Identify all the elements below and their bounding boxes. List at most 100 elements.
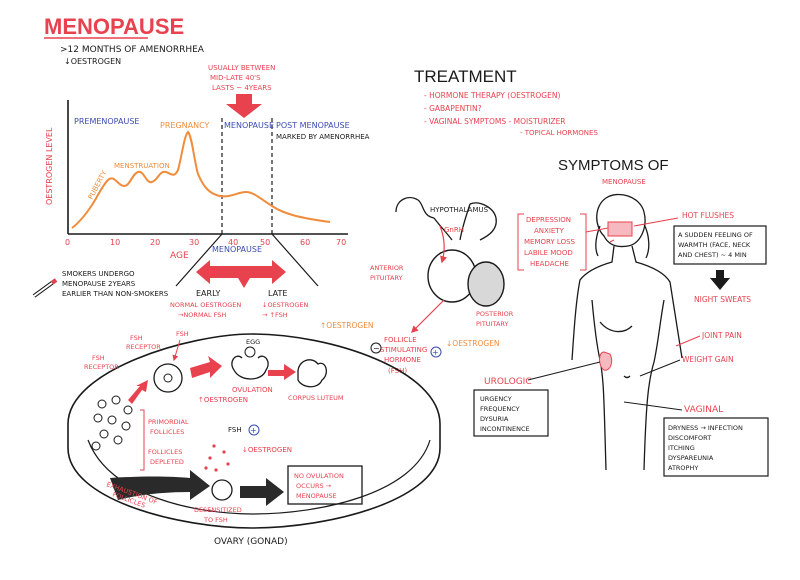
no-ovulation-line-2: OCCURS → (296, 482, 332, 490)
fsh-receptor-top-1: FSH (130, 334, 143, 342)
joint-pain: JOINT PAIN (701, 331, 742, 340)
gnrh-label: GnRH (444, 226, 464, 234)
cigarette-icon (32, 278, 58, 298)
depleted-label-1: FOLLICLES (148, 448, 182, 456)
fsh-dots (204, 444, 230, 472)
treatment-title: TREATMENT (414, 67, 517, 86)
hot-flushes-line-1: A SUDDEN FEELING OF (678, 231, 753, 239)
menopause-staging: MENOPAUSE EARLY NORMAL OESTROGEN →NORMAL… (170, 233, 319, 319)
tick-20: 20 (150, 238, 160, 247)
ovulation-label: OVULATION (232, 386, 273, 394)
stage-late-line-1: ↓OESTROGEN (262, 301, 309, 309)
tick-70: 70 (336, 238, 346, 247)
depleted-label-2: DEPLETED (150, 458, 184, 466)
vag-dyspareunia: DYSPAREUNIA (668, 454, 714, 462)
definition-line-1: >12 MONTHS OF AMENORRHEA (60, 45, 205, 55)
stage-early: EARLY (196, 289, 220, 298)
phase-post-note: MARKED BY AMENORRHEA (276, 133, 370, 141)
corpus-luteum-label: CORPUS LUTEUM (288, 394, 344, 402)
pituitary-stalk (433, 203, 471, 241)
vag-atrophy: ATROPHY (668, 464, 698, 472)
up-oestrogen-feedback: ↑OESTROGEN (320, 321, 374, 330)
growing-follicle (153, 363, 183, 393)
weight-gain: WEIGHT GAIN (682, 355, 734, 364)
posterior-label-2: PITUITARY (476, 320, 508, 328)
hypothalamus-outline (395, 197, 497, 241)
staging-title: MENOPAUSE (212, 245, 262, 254)
hypothalamus-label: HYPOTHALAMUS (430, 206, 489, 214)
label-pregnancy: PREGNANCY (160, 121, 210, 130)
phase-menopause: MENOPAUSE (224, 121, 274, 130)
no-ovulation-box (287, 465, 363, 505)
label-menstruation: MENSTRUATION (114, 162, 170, 170)
no-ovulation-line-1: NO OVULATION (294, 472, 344, 480)
psych-depression: DEPRESSION (526, 216, 571, 224)
oestrogen-graph: OESTROGEN LEVEL AGE 0 10 20 30 40 50 60 … (45, 64, 370, 261)
urologic-title: UROLOGIC (484, 377, 532, 387)
fsh-receptor-left-2: RECEPTOR (84, 363, 119, 371)
vag-discomfort: DISCOMFORT (668, 434, 711, 442)
timing-note-3: LASTS ~ 4YEARS (212, 84, 272, 92)
ovary: OVARY (GONAD) FSH RECEPTOR FSH RECEPTOR … (67, 330, 441, 547)
tick-60: 60 (300, 238, 310, 247)
header: MENOPAUSE >12 MONTHS OF AMENORRHEA ↓OEST… (44, 14, 205, 66)
urologic-highlight (599, 351, 613, 371)
fsh-mid-label: FSH (228, 426, 242, 434)
ovulating-follicle (231, 355, 269, 380)
uro-incontinence: INCONTINENCE (480, 425, 530, 433)
no-ovulation-line-3: MENOPAUSE (296, 492, 337, 500)
to-ovulation-arrow (190, 356, 222, 378)
stage-early-line-1: NORMAL OESTROGEN (170, 301, 241, 309)
page-title: MENOPAUSE (44, 14, 184, 39)
ovary-bowl (67, 333, 441, 529)
x-axis-label: AGE (170, 251, 189, 261)
to-corpus-arrow (268, 364, 296, 380)
positive-feedback-sign (430, 346, 442, 358)
uro-urgency: URGENCY (480, 395, 512, 403)
posterior-pituitary (467, 261, 505, 307)
treatment-item-2: - GABAPENTIN? (424, 104, 482, 113)
anterior-label-1: ANTERIOR (370, 264, 404, 272)
timing-note-2: MID-LATE 40'S (210, 74, 261, 82)
uro-dysuria: DYSURIA (480, 415, 509, 423)
vag-dryness: DRYNESS → INFECTION (668, 424, 743, 432)
tick-50: 50 (260, 238, 270, 247)
up-oestrogen-ovary: ↑OESTROGEN (198, 396, 248, 404)
oestrogen-curve (71, 130, 331, 229)
tick-40: 40 (228, 238, 238, 247)
desensitized-follicle (211, 479, 233, 501)
negative-sign: − (373, 344, 380, 353)
primordial-label-2: FOLLICLES (150, 428, 184, 436)
fsh-receptor-top-2: RECEPTOR (126, 343, 161, 351)
x-tick-labels: 0 10 20 30 40 50 60 70 (65, 238, 346, 247)
phase-post-menopause: POST MENOPAUSE (276, 121, 350, 130)
hypothalamus-pituitary: HYPOTHALAMUS GnRH ANTERIOR PITUITARY POS… (320, 197, 514, 375)
smoking-line-1: SMOKERS UNDERGO (62, 270, 135, 278)
symptoms-section: SYMPTOMS OF MENOPAUSE DEPRESSION ANXIETY… (473, 157, 769, 477)
down-oestrogen-ovary: ↓OESTROGEN (242, 446, 292, 454)
fsh-top-label: FSH (176, 330, 189, 338)
positive-sign: + (432, 348, 439, 357)
psych-labile-mood: LABILE MOOD (524, 249, 573, 257)
stage-early-line-2: →NORMAL FSH (178, 311, 226, 319)
hot-flushes-line-3: AND CHEST) ~ 4 MIN (678, 251, 747, 259)
smoking-line-2: MENOPAUSE 2YEARS (62, 280, 136, 288)
urologic-box (473, 389, 549, 437)
primordial-label-1: PRIMORDIAL (148, 418, 189, 426)
fsh-receptor-left-1: FSH (92, 354, 105, 362)
psych-memory-loss: MEMORY LOSS (524, 238, 576, 246)
vaginal-box (663, 417, 769, 477)
fsh-label-3: HORMONE (384, 356, 421, 364)
smoking-note: SMOKERS UNDERGO MENOPAUSE 2YEARS EARLIER… (32, 270, 169, 298)
negative-feedback-sign (370, 342, 382, 354)
definition-line-2: ↓OESTROGEN (64, 57, 121, 66)
head-highlight (607, 221, 633, 237)
smoking-line-3: EARLIER THAN NON-SMOKERS (62, 290, 169, 298)
anterior-label-2: PITUITARY (370, 274, 402, 282)
egg (244, 346, 256, 358)
uro-frequency: FREQUENCY (480, 405, 520, 413)
fsh-label-2: STIMULATING (380, 346, 427, 354)
tick-10: 10 (110, 238, 120, 247)
hot-flushes-line-2: WARMTH (FACE, NECK (678, 241, 751, 249)
